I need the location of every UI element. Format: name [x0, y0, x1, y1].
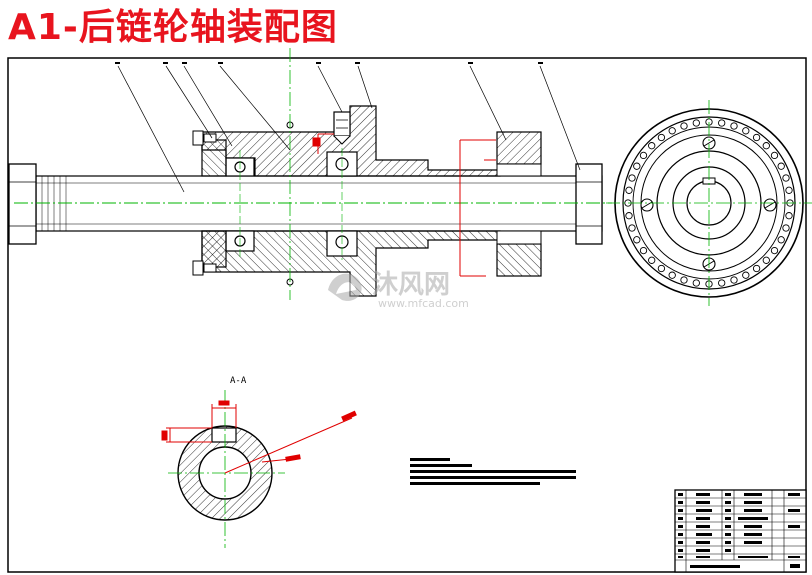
- sprocket-tooth: [752, 264, 761, 273]
- sprocket-tooth: [777, 236, 785, 244]
- section-label: A-A: [230, 376, 247, 386]
- sprocket-tooth: [782, 224, 790, 232]
- part-number-tags: [115, 62, 543, 64]
- sprocket-tooth: [762, 256, 770, 264]
- sprocket-tooth: [785, 186, 793, 194]
- watermark-logo-icon: [328, 273, 362, 301]
- sprocket-tooth: [648, 256, 656, 264]
- sprocket-tooth: [718, 119, 726, 127]
- technical-notes: [410, 458, 576, 485]
- sprocket-teeth: [624, 118, 794, 288]
- sprocket-tooth: [657, 133, 666, 142]
- sprocket-tooth: [730, 276, 738, 284]
- sprocket-tooth: [639, 151, 648, 160]
- sprocket-tooth: [742, 127, 750, 135]
- sprocket-ring-top: [496, 131, 542, 165]
- sprocket-tooth: [692, 119, 700, 127]
- shaft: [35, 175, 603, 232]
- watermark-brand: 沐风网: [372, 270, 450, 300]
- sprocket-tooth: [782, 174, 790, 182]
- sprocket-tooth: [742, 271, 750, 279]
- sprocket-tooth: [680, 122, 688, 130]
- sprocket-tooth: [752, 133, 761, 142]
- sprocket-tooth: [777, 162, 785, 170]
- sprocket-tooth: [625, 186, 633, 194]
- drawing-title: A1-后链轮轴装配图: [8, 7, 338, 48]
- sprocket-tooth: [770, 246, 779, 255]
- sprocket-tooth: [628, 224, 636, 232]
- cap-screws: [192, 130, 217, 276]
- sprocket-tooth: [718, 279, 726, 287]
- assembly-section-view: [8, 48, 612, 300]
- sprocket-tooth: [648, 142, 656, 150]
- left-nut: [8, 163, 37, 245]
- end-cap-top: [201, 139, 227, 177]
- sprocket-tooth: [668, 271, 676, 279]
- sprocket-tooth: [762, 142, 770, 150]
- sprocket-tooth: [657, 264, 666, 273]
- sprocket-ring-bottom: [496, 243, 542, 277]
- sprocket-side-view: [606, 100, 812, 306]
- title-block: [674, 489, 807, 573]
- watermark: 沐风网 www.mfcad.com: [328, 270, 469, 310]
- right-nut: [575, 163, 603, 245]
- sprocket-tooth: [668, 127, 676, 135]
- sprocket-tooth: [625, 212, 633, 220]
- drawing-frame: [7, 57, 807, 573]
- end-cap-bottom: [201, 230, 227, 268]
- sprocket-tooth: [639, 246, 648, 255]
- dimension-marks: [312, 133, 496, 277]
- sprocket-tooth: [692, 279, 700, 287]
- sprocket-tooth: [730, 122, 738, 130]
- grease-plug: [333, 111, 351, 145]
- part-leaders: [117, 65, 581, 193]
- sprocket-tooth: [785, 212, 793, 220]
- sprocket-tooth: [770, 151, 779, 160]
- sprocket-tooth: [633, 236, 641, 244]
- sprocket-tooth: [628, 174, 636, 182]
- watermark-url: www.mfcad.com: [378, 297, 469, 310]
- sprocket-tooth: [680, 276, 688, 284]
- section-a-a-view: A-A: [161, 376, 357, 548]
- sprocket-tooth: [633, 162, 641, 170]
